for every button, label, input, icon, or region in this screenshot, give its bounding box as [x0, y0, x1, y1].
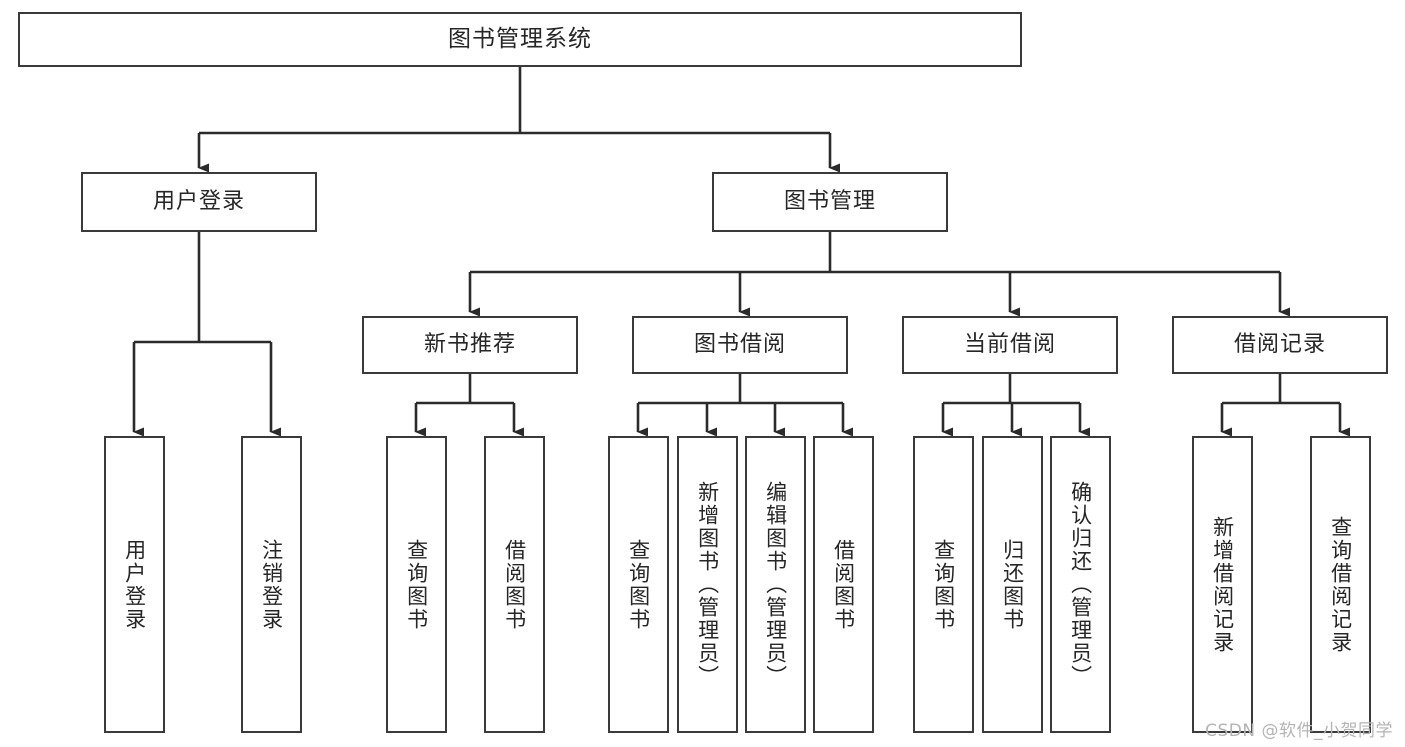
node-label: 新增借阅记录 [1210, 515, 1235, 654]
leaf-user-login-login[interactable]: 用户登录 [104, 436, 165, 733]
node-label: 编辑图书（管理员） [763, 481, 788, 688]
leaf-new-book-borrow[interactable]: 借阅图书 [484, 436, 545, 733]
node-label: 查询图书 [626, 538, 651, 631]
leaf-book-borrow-edit[interactable]: 编辑图书（管理员） [745, 436, 806, 733]
node-label: 图书借阅 [693, 331, 786, 357]
leaf-current-borrow-return[interactable]: 归还图书 [982, 436, 1043, 733]
node-current-borrow[interactable]: 当前借阅 [902, 316, 1118, 374]
node-label: 归还图书 [1000, 538, 1025, 631]
node-label: 用户登录 [152, 188, 245, 214]
node-label: 图书管理 [783, 188, 876, 214]
node-label: 查询图书 [931, 538, 956, 631]
leaf-borrow-record-query[interactable]: 查询借阅记录 [1310, 436, 1371, 733]
leaf-current-borrow-query[interactable]: 查询图书 [913, 436, 974, 733]
node-root-book-management-system[interactable]: 图书管理系统 [18, 12, 1022, 67]
node-label: 图书管理系统 [448, 25, 592, 52]
leaf-borrow-record-add[interactable]: 新增借阅记录 [1192, 436, 1253, 733]
node-label: 注销登录 [259, 538, 284, 631]
node-label: 借阅图书 [502, 538, 527, 631]
node-label: 借阅图书 [831, 538, 856, 631]
node-book-borrow[interactable]: 图书借阅 [632, 316, 848, 374]
node-label: 查询图书 [404, 538, 429, 631]
node-label: 借阅记录 [1233, 331, 1326, 357]
node-borrow-record[interactable]: 借阅记录 [1172, 316, 1388, 374]
node-book-management[interactable]: 图书管理 [712, 172, 948, 232]
node-label: 用户登录 [122, 538, 147, 631]
node-new-book-recommend[interactable]: 新书推荐 [362, 316, 578, 374]
node-label: 确认归还（管理员） [1068, 481, 1093, 688]
leaf-book-borrow-borrow[interactable]: 借阅图书 [813, 436, 874, 733]
node-label: 新书推荐 [423, 331, 516, 357]
node-label: 当前借阅 [963, 331, 1056, 357]
leaf-new-book-query[interactable]: 查询图书 [386, 436, 447, 733]
node-label: 新增图书（管理员） [695, 481, 720, 688]
node-user-login[interactable]: 用户登录 [81, 172, 317, 232]
leaf-book-borrow-add[interactable]: 新增图书（管理员） [677, 436, 738, 733]
node-label: 查询借阅记录 [1328, 515, 1353, 654]
leaf-current-borrow-confirm-return[interactable]: 确认归还（管理员） [1050, 436, 1111, 733]
csdn-watermark: CSDN @软件_小贺同学 [1205, 721, 1393, 741]
leaf-book-borrow-query[interactable]: 查询图书 [608, 436, 669, 733]
leaf-user-login-logout[interactable]: 注销登录 [241, 436, 302, 733]
